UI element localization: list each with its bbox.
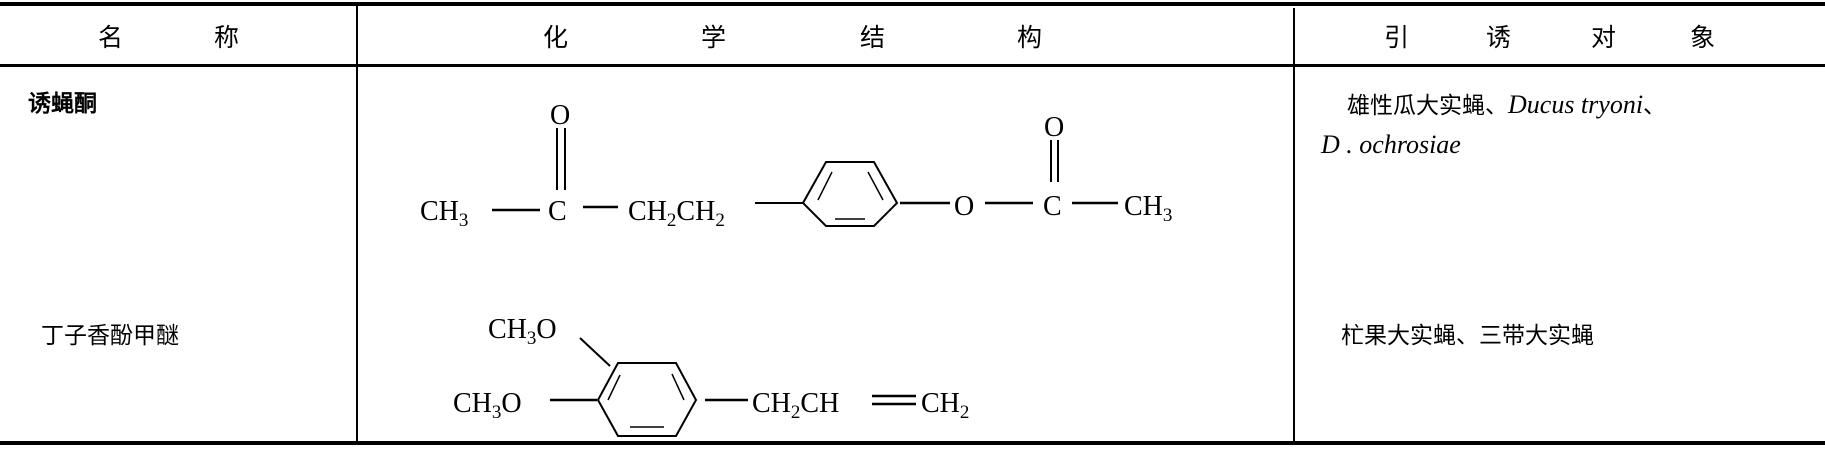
atom-label: O [550,100,570,131]
header-char: 名 [98,23,124,52]
atom-label: CH3O [488,314,557,349]
atom-label: O [1044,112,1064,143]
atom-label: CH2 [921,388,969,423]
header-char: 化 [543,23,569,52]
atom-label: O [954,191,974,222]
bond [607,374,621,401]
target-text: 杧果大实蝇、三带大实蝇 [1341,323,1594,349]
header-char: 构 [1017,23,1043,52]
header-char: 诱 [1486,23,1512,52]
bond [867,171,884,201]
table-top-rule [0,2,1825,6]
atom-label: CH3 [420,196,468,231]
column-divider [1293,8,1295,443]
target-latin: D . ochrosiae [1321,130,1461,159]
header-char: 引 [1384,23,1410,52]
atom-label: C [1043,191,1062,222]
bond [671,373,685,401]
structure-cuelure: CH3 C O CH2CH2 O C O CH3 [420,100,1172,231]
header-char: 学 [701,23,727,52]
target-cn: 雄性瓜大实蝇、 [1347,93,1508,119]
bond [579,337,611,367]
header-rule [0,64,1825,67]
target-latin: Ducus tryoni [1508,90,1644,119]
compound-name: 丁子香酚甲醚 [41,323,179,349]
atom-label: C [548,196,567,227]
target-separator: 、 [1643,93,1667,119]
benzene-ring [801,161,899,227]
header-char: 称 [214,23,240,52]
atom-label: CH2CH [752,388,839,423]
header-char: 象 [1690,23,1716,52]
atom-label: CH3O [453,388,522,423]
column-divider [356,5,358,443]
atom-label: CH3 [1124,191,1172,226]
header-char: 结 [860,23,886,52]
structure-methyl-eugenol: CH3O CH3O CH2CH CH2 [453,314,969,437]
target-text: 雄性瓜大实蝇、Ducus tryoni、 [1347,86,1666,120]
atom-label: CH2CH2 [628,196,725,231]
compound-name: 诱蝇酮 [28,90,97,117]
bond [817,171,833,201]
benzene-ring [596,362,698,437]
table-bottom-rule [0,441,1825,445]
header-char: 对 [1591,23,1617,52]
